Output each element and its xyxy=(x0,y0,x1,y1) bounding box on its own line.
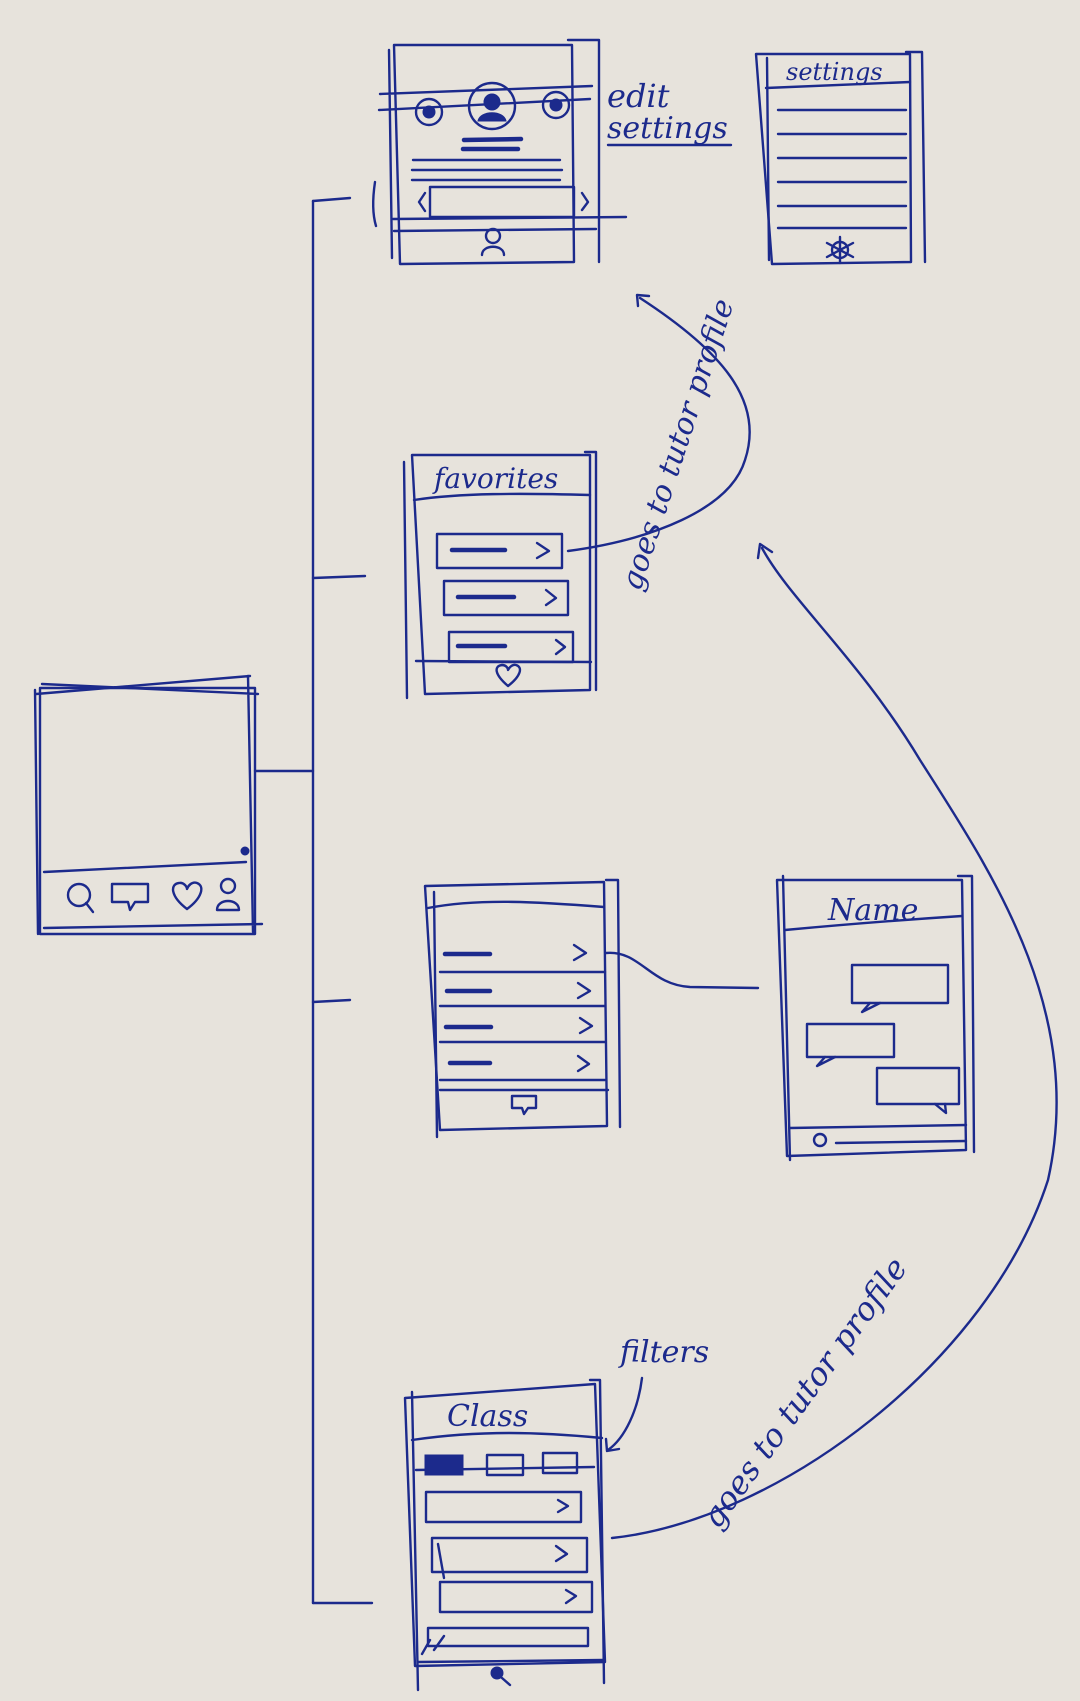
favorites-link-arrow xyxy=(566,293,751,553)
filter-chips xyxy=(414,1451,596,1477)
filter-chip[interactable] xyxy=(541,1451,579,1475)
branch-connectors xyxy=(253,196,374,1605)
filter-chip[interactable] xyxy=(485,1453,525,1477)
class-link-label: goes to tutor profile xyxy=(694,1250,915,1535)
chat-screen: Name xyxy=(775,874,976,1162)
favorites-link-label: goes to tutor profile xyxy=(614,295,741,595)
settings-screen: settings xyxy=(754,50,927,266)
chat-bubble-icon[interactable] xyxy=(110,882,150,912)
home-screen xyxy=(33,674,264,936)
settings-title: settings xyxy=(786,58,883,86)
search-icon[interactable] xyxy=(490,1666,512,1687)
chat-bubble-icon[interactable] xyxy=(510,1094,538,1116)
edit-settings-label-line1: edit xyxy=(607,77,670,115)
profile-carousel[interactable] xyxy=(417,185,590,219)
gear-icon[interactable] xyxy=(825,235,855,265)
profile-avatars xyxy=(414,81,571,131)
edit-settings-label-line2: settings xyxy=(607,111,728,146)
chat-bubble-outgoing xyxy=(805,1022,896,1068)
heart-icon[interactable] xyxy=(495,663,522,688)
class-list-item[interactable] xyxy=(424,1490,583,1524)
class-title: Class xyxy=(447,1399,528,1434)
favorites-screen: favorites xyxy=(402,450,598,700)
favorites-list-item[interactable] xyxy=(442,579,570,617)
person-icon[interactable] xyxy=(480,227,506,257)
messages-screen xyxy=(423,878,622,1139)
favorites-list-item[interactable] xyxy=(435,532,564,570)
filter-chip-active[interactable] xyxy=(424,1454,464,1476)
messages-link-line xyxy=(604,951,760,990)
message-thread-row[interactable] xyxy=(438,1016,607,1044)
person-icon[interactable] xyxy=(215,877,241,912)
message-thread-row[interactable] xyxy=(438,943,607,974)
profile-screen xyxy=(372,38,628,266)
chat-bubble-incoming xyxy=(850,963,950,1014)
filters-arrow xyxy=(604,1376,644,1453)
edit-settings-link[interactable]: edit settings xyxy=(606,77,733,147)
class-list-item[interactable] xyxy=(438,1580,594,1614)
favorites-title: favorites xyxy=(432,462,558,495)
message-thread-row[interactable] xyxy=(438,981,607,1008)
favorites-list-item[interactable] xyxy=(447,630,575,664)
class-search-bar[interactable] xyxy=(420,1626,590,1656)
class-screen: Class xyxy=(403,1378,607,1692)
class-link-arrow xyxy=(610,542,1058,1540)
search-icon[interactable] xyxy=(66,882,95,914)
class-list-item[interactable] xyxy=(430,1536,589,1580)
heart-icon[interactable] xyxy=(171,881,203,911)
chat-bubble-incoming xyxy=(875,1066,961,1115)
filters-label: filters xyxy=(618,1335,709,1370)
message-input[interactable] xyxy=(812,1132,968,1148)
message-thread-row[interactable] xyxy=(438,1054,607,1082)
home-tabbar xyxy=(66,877,241,914)
